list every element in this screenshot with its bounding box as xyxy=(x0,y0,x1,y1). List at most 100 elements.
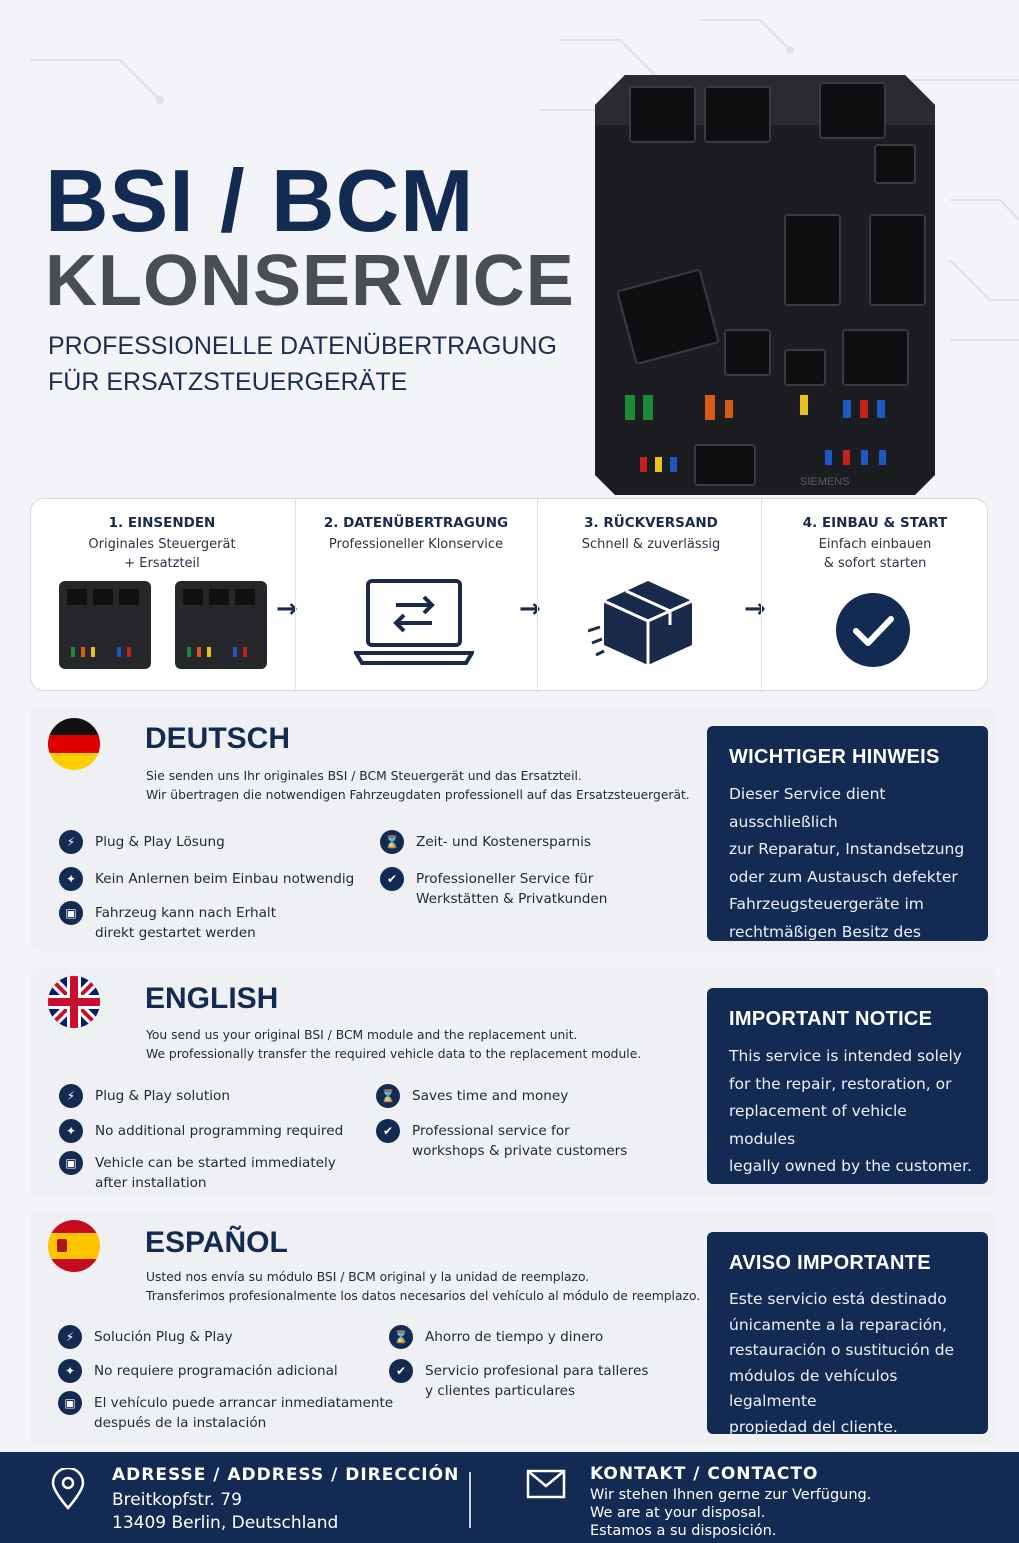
notice-text: Este servicio está destinado únicamente … xyxy=(729,1287,976,1440)
section-title: DEUTSCH xyxy=(145,722,291,755)
feature-item: ▣ Vehicle can be started immediately after… xyxy=(59,1151,336,1193)
service-icon: ✔ xyxy=(376,1119,400,1143)
feature-label: después de la instalación xyxy=(94,1415,267,1431)
plug-icon: ⚡ xyxy=(58,1325,82,1349)
step-description: Einfach einbauen & sofort starten xyxy=(762,535,988,573)
page-subtitle: PROFESSIONELLE DATENÜBERTRAGUNG FÜR ERSA… xyxy=(48,328,557,400)
arrow-right-icon: → xyxy=(519,594,541,624)
time-money-icon: ⌛ xyxy=(389,1325,413,1349)
laptop-transfer-icon xyxy=(354,579,474,665)
step-return: 3. RÜCKVERSAND Schnell & zuverlässig xyxy=(538,499,764,692)
hero: BSI / BCM KLONSERVICE PROFESSIONELLE DAT… xyxy=(0,0,1019,500)
section-intro: Sie senden uns Ihr originales BSI / BCM … xyxy=(146,767,690,805)
contact-text: Wir stehen Ihnen gerne zur Verfügung. We… xyxy=(590,1486,871,1540)
subtitle-line-1: PROFESSIONELLE DATENÜBERTRAGUNG xyxy=(48,332,557,360)
feature-item: ⌛Zeit- und Kostenersparnis xyxy=(380,830,591,854)
section-title: ESPAÑOL xyxy=(145,1226,288,1259)
notice-title: AVISO IMPORTANTE xyxy=(729,1252,931,1274)
mail-icon xyxy=(526,1469,566,1499)
car-icon: ▣ xyxy=(59,1151,83,1175)
step-transfer: 2. DATENÜBERTRAGUNG Professioneller Klon… xyxy=(296,499,536,692)
divider xyxy=(295,499,296,692)
feature-label: No additional programming required xyxy=(95,1123,344,1139)
german-flag-icon xyxy=(48,718,100,770)
bsi-module-image: SIEMENS xyxy=(595,75,935,495)
footer: ADRESSE / ADDRESS / DIRECCIÓN Breitkopfs… xyxy=(0,1452,1019,1543)
step-description-line: + Ersatzteil xyxy=(124,556,200,571)
notice-line: for the repair, restoration, or xyxy=(729,1074,952,1093)
page-title-secondary: KLONSERVICE xyxy=(45,241,575,321)
feature-item: ✦No additional programming required xyxy=(59,1119,344,1143)
location-pin-icon xyxy=(51,1468,85,1510)
address-line: 13409 Berlin, Deutschland xyxy=(112,1513,339,1533)
intro-line: Wir übertragen die notwendigen Fahrzeugd… xyxy=(146,788,690,802)
feature-label: Kein Anlernen beim Einbau notwendig xyxy=(95,871,355,887)
time-money-icon: ⌛ xyxy=(380,830,404,854)
feature-item: ✔ Professional service for workshops & pri… xyxy=(376,1119,628,1161)
notice-line: legally owned by the customer. xyxy=(729,1157,972,1175)
feature-item: ✦Kein Anlernen beim Einbau notwendig xyxy=(59,867,355,891)
car-icon: ▣ xyxy=(58,1391,82,1415)
car-icon: ▣ xyxy=(59,901,83,925)
notice-line: Fahrzeugsteuergeräte im xyxy=(729,895,924,913)
step-description-line: Schnell & zuverlässig xyxy=(581,537,721,552)
step-title: 1. EINSENDEN xyxy=(108,515,216,531)
control-units-image xyxy=(59,581,267,669)
step-description-line: Einfach einbauen xyxy=(818,537,932,552)
notice-text: This service is intended solely for the … xyxy=(729,1043,976,1181)
section-intro: Usted nos envía su módulo BSI / BCM orig… xyxy=(146,1268,700,1306)
step-description-line: & sofort starten xyxy=(823,556,927,571)
divider xyxy=(761,499,762,692)
feature-label: Vehicle can be started immediately xyxy=(95,1155,336,1171)
plug-icon: ⚡ xyxy=(59,830,83,854)
feature-label: Solución Plug & Play xyxy=(94,1329,233,1345)
feature-label: y clientes particulares xyxy=(425,1383,576,1399)
step-title: 4. EINBAU & START xyxy=(802,515,948,531)
address-text: Breitkopfstr. 79 13409 Berlin, Deutschla… xyxy=(112,1489,338,1535)
service-icon: ✔ xyxy=(389,1359,413,1383)
notice-line: restauración o sustitución de xyxy=(729,1341,955,1359)
section-english: ENGLISH You send us your original BSI / … xyxy=(30,968,996,1196)
feature-item: ⌛ Saves time and money xyxy=(376,1084,569,1108)
feature-label: after installation xyxy=(95,1175,207,1191)
feature-label: Saves time and money xyxy=(412,1088,569,1104)
process-steps: 1. EINSENDEN Originales Steuergerät + Er… xyxy=(30,498,988,692)
step-description: Originales Steuergerät + Ersatzteil xyxy=(31,535,293,573)
gear-icon: ✦ xyxy=(58,1359,82,1383)
spain-flag-icon xyxy=(48,1220,100,1272)
feature-label: direkt gestartet werden xyxy=(95,925,256,941)
notice-box: AVISO IMPORTANTE Este servicio está dest… xyxy=(707,1232,988,1436)
feature-label: Werkstätten & Privatkunden xyxy=(416,891,608,907)
notice-line: propiedad del cliente. xyxy=(729,1417,898,1436)
feature-label: Professional service for xyxy=(412,1123,570,1139)
shipping-box-icon xyxy=(588,581,693,665)
notice-line: únicamente a la reparación, xyxy=(729,1315,947,1334)
feature-item: ⚡ Plug & Play solution xyxy=(59,1084,230,1108)
address-line: Breitkopfstr. 79 xyxy=(112,1490,242,1510)
feature-label: Plug & Play solution xyxy=(95,1088,230,1104)
feature-item: ▣ Fahrzeug kann nach Erhalt direkt gestart… xyxy=(59,901,277,943)
feature-label: workshops & private customers xyxy=(412,1143,628,1159)
footer-divider xyxy=(469,1472,471,1528)
check-circle-icon xyxy=(836,593,910,667)
plug-icon: ⚡ xyxy=(59,1084,83,1108)
time-money-icon: ⌛ xyxy=(376,1084,400,1108)
notice-line: zur Reparatur, Instandsetzung xyxy=(729,840,965,858)
feature-label: Fahrzeug kann nach Erhalt xyxy=(95,905,277,921)
divider xyxy=(537,499,538,692)
service-icon: ✔ xyxy=(380,867,404,891)
section-spanish: ESPAÑOL Usted nos envía su módulo BSI / … xyxy=(30,1212,996,1444)
contact-line: Estamos a su disposición. xyxy=(590,1523,777,1539)
intro-line: We professionally transfer the required … xyxy=(146,1047,642,1061)
feature-item: ▣El vehículo puede arrancar inmediatamen… xyxy=(58,1391,393,1433)
feature-label: Professioneller Service für xyxy=(416,871,594,887)
step-title: 3. RÜCKVERSAND xyxy=(584,515,718,531)
intro-line: You send us your original BSI / BCM modu… xyxy=(146,1028,578,1042)
feature-label: Plug & Play Lösung xyxy=(95,834,225,850)
step-description-line: Originales Steuergerät xyxy=(88,537,236,552)
notice-line: Dieser Service dient ausschließlich xyxy=(729,785,886,831)
feature-item: ⚡ Plug & Play Lösung xyxy=(59,830,225,854)
step-description-line: Professioneller Klonservice xyxy=(328,537,504,552)
